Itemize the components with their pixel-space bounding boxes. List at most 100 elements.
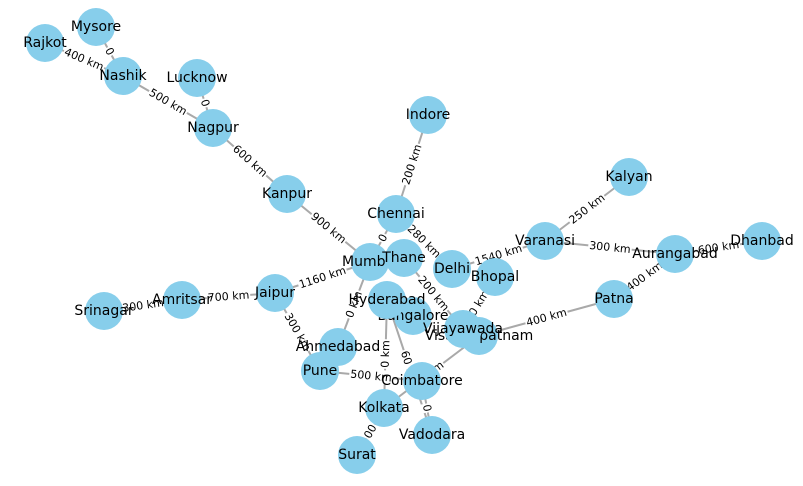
edge-label-background bbox=[280, 309, 315, 355]
edge-label-background bbox=[120, 295, 166, 316]
node-circle bbox=[77, 8, 115, 46]
edge-label: 300 km bbox=[589, 239, 632, 256]
node-label: Mumbai bbox=[342, 254, 398, 270]
edge-label: 600 km bbox=[230, 142, 270, 179]
edge-label-background bbox=[403, 221, 445, 262]
node-varanasi: Varanasi bbox=[515, 222, 575, 260]
node-circle bbox=[403, 362, 441, 400]
node-circle bbox=[85, 292, 123, 330]
edge-label-background bbox=[307, 208, 350, 248]
edge-label: 400 km bbox=[525, 306, 569, 330]
edge-label-background bbox=[587, 238, 633, 257]
edge-label-background bbox=[196, 96, 214, 110]
node-circle bbox=[301, 352, 339, 390]
edge-label-group: 600 km bbox=[229, 141, 271, 181]
node-label: Chennai bbox=[367, 206, 424, 222]
edge-label-group: 0 bbox=[374, 230, 392, 246]
node-circle bbox=[268, 175, 306, 213]
edge-label-background bbox=[360, 421, 381, 442]
node-hyderabad: Hyderabad bbox=[349, 281, 426, 319]
edge-label: 250 km bbox=[567, 191, 608, 227]
node-patna: Patna bbox=[594, 280, 634, 318]
node-lucknow: Lucknow bbox=[166, 59, 228, 97]
edge-label-group: 400 km bbox=[523, 304, 570, 331]
node-label: Nagpur bbox=[187, 120, 239, 136]
node-circle bbox=[610, 158, 648, 196]
node-label: Patna bbox=[594, 291, 633, 307]
node-label: Kanpur bbox=[262, 186, 312, 202]
node-circle bbox=[526, 222, 564, 260]
node-circle bbox=[413, 416, 451, 454]
node-circle bbox=[595, 280, 633, 318]
node-label: Indore bbox=[406, 107, 451, 123]
node-srinagar: Srinagar bbox=[74, 292, 134, 330]
edge-label-background bbox=[622, 257, 667, 296]
edge-label: 00 bbox=[361, 422, 379, 441]
node-bhopal: Bhopal bbox=[471, 258, 519, 296]
node-label: Thane bbox=[381, 250, 426, 266]
node-chennai: Chennai bbox=[367, 195, 425, 233]
node-delhi: Delhi bbox=[433, 250, 471, 288]
edge-label-background bbox=[374, 230, 392, 246]
edge-label-background bbox=[695, 237, 742, 258]
node-mumbai: Mumbai bbox=[342, 243, 398, 281]
node-kolkata: Kolkata bbox=[358, 389, 410, 427]
edge-label-group: 0 bbox=[419, 402, 435, 414]
edge-label-group: 0 bbox=[101, 44, 118, 59]
node-aurangabad: Aurangabad bbox=[632, 235, 718, 273]
edge-label: 500 km bbox=[147, 86, 190, 118]
edge-label: 500 km bbox=[350, 368, 393, 385]
node-circle bbox=[365, 389, 403, 427]
node-mysore: Mysore bbox=[71, 8, 121, 46]
node-circle bbox=[385, 239, 423, 277]
edge-label-background bbox=[398, 141, 426, 188]
edge-label: 300 km bbox=[122, 296, 165, 315]
node-circle bbox=[409, 96, 447, 134]
node-circle bbox=[476, 258, 514, 296]
node-coimbatore: Coimbatore bbox=[381, 362, 463, 400]
node-nagpur: Nagpur bbox=[187, 109, 239, 147]
node-circle bbox=[26, 24, 64, 62]
node-nashik: Nashik bbox=[99, 57, 147, 95]
edge-label-background bbox=[61, 44, 107, 75]
edge-label-background bbox=[101, 44, 118, 59]
edge-label: 0 km bbox=[379, 340, 393, 368]
node-label: Vijayawada bbox=[423, 321, 503, 337]
edge-label-background bbox=[229, 141, 271, 181]
edge-label-group: 200 km bbox=[398, 141, 426, 188]
node-label: Surat bbox=[338, 447, 376, 463]
node-circle bbox=[377, 195, 415, 233]
node-circle bbox=[656, 235, 694, 273]
edge-label: 900 km bbox=[308, 210, 348, 246]
node-label: Aurangabad bbox=[632, 246, 717, 262]
node-label: Vadodara bbox=[399, 427, 465, 443]
node-circle bbox=[368, 281, 406, 319]
node-circle bbox=[104, 57, 142, 95]
edge-label-background bbox=[523, 304, 570, 331]
edge-label-group: 700 km bbox=[206, 287, 251, 306]
node-label: Pune bbox=[303, 363, 338, 379]
node-circle bbox=[256, 274, 294, 312]
node-rajkot: Rajkot bbox=[23, 24, 67, 62]
edge-label-background bbox=[342, 288, 366, 321]
node-label: Delhi bbox=[434, 261, 470, 277]
node-circle bbox=[351, 243, 389, 281]
node-label: Bhopal bbox=[471, 269, 519, 285]
edge-label-group: 0 bbox=[196, 96, 214, 110]
node-label: Srinagar bbox=[74, 303, 133, 319]
edge-label-group: 900 km bbox=[307, 208, 350, 248]
node-vijayawada: Vijayawada bbox=[423, 310, 503, 348]
node-kalyan: Kalyan bbox=[605, 158, 653, 196]
node-label: Amritsar bbox=[152, 292, 212, 308]
node-indore: Indore bbox=[406, 96, 451, 134]
node-label: Dhanbad bbox=[730, 233, 793, 249]
node-circle bbox=[194, 109, 232, 147]
node-label: Hyderabad bbox=[349, 292, 426, 308]
edge-label: 700 km bbox=[207, 288, 249, 304]
edge-label-group: 1160 km bbox=[296, 263, 349, 292]
node-label: Kalyan bbox=[605, 169, 652, 185]
node-label: Lucknow bbox=[166, 70, 227, 86]
edge-label-background bbox=[414, 272, 453, 315]
